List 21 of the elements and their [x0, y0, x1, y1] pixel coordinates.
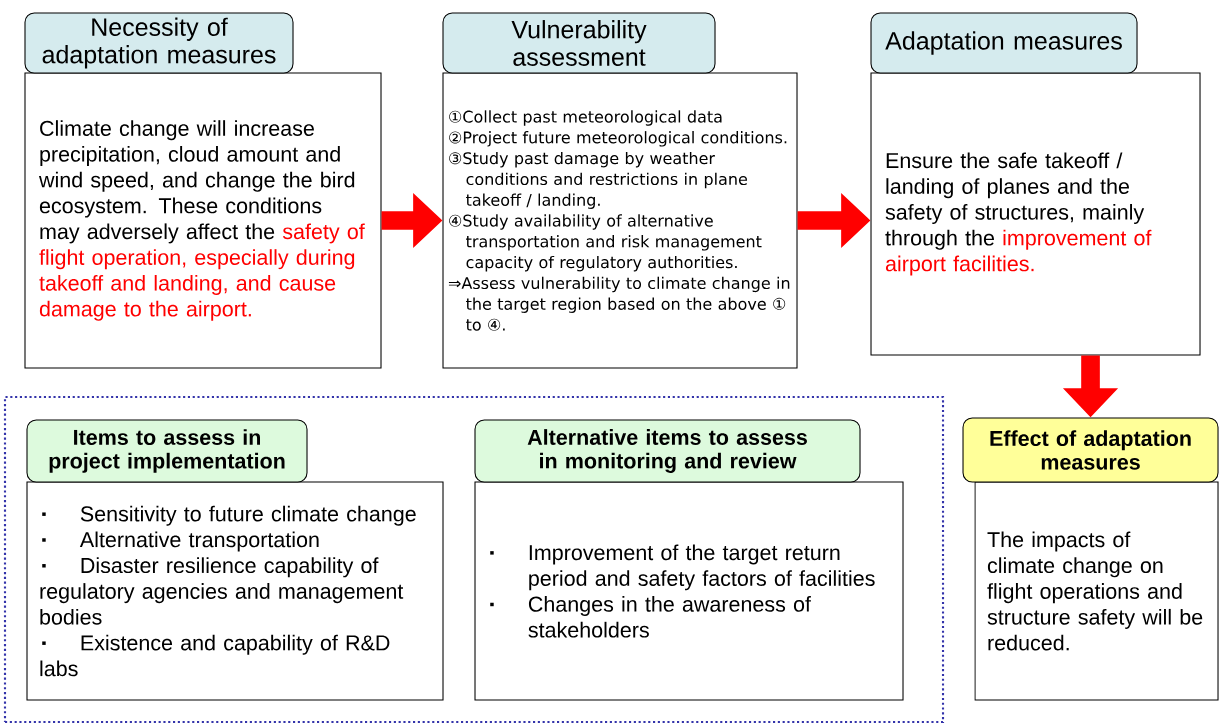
heading-tab: Adaptation measures: [870, 12, 1138, 74]
heading-tab: Necessity of adaptation measures: [24, 12, 294, 74]
list-item: ②Project future meteorological conditions.: [449, 131, 787, 147]
text-box: Ensure the safe takeoff / landing of planes and the safety of structures, mainly through the improvement of airport facilities.: [870, 72, 1201, 356]
heading-tab: Effect of adaptation measures: [962, 417, 1219, 483]
heading-tab: Alternative items to assess in monitoring and review: [474, 419, 861, 483]
heading-tab: Items to assess in project implementation: [26, 419, 308, 483]
text-box: The impacts of climate change on flight operations and structure safety will be reduced.: [974, 481, 1219, 701]
list-item: ⇒Assess vulnerability to climate change in the target region based on the above ① to ④.: [448, 276, 790, 331]
list-item: ①Collect past meteorological data: [449, 110, 722, 126]
list-item: Existence and capability of R&D labs: [40, 634, 390, 677]
list-item: Changes in the awareness of stakeholders: [490, 596, 811, 638]
text-box: Climate change will increase precipitation, cloud amount and wind speed, and change the bird ecosystem. These conditions may adversely affect the safety of flight operation, especially during takeoff and landing, and cause damage to the airport.: [24, 72, 382, 369]
heading-tab: Vulnerability assessment: [442, 12, 716, 74]
list-item: ③Study past damage by weather conditions and restrictions in plane takeoff / landing.: [449, 151, 747, 209]
list-item: Alternative transportation: [42, 531, 319, 552]
list-item: ④Study availability of alternative transportation and risk management capacity of regulatory authorities.: [449, 214, 762, 272]
list-item: Disaster resilience capability of regulatory agencies and management bodies: [40, 557, 404, 625]
list-item: Improvement of the target return period and safety factors of facilities: [490, 544, 875, 591]
dotted-frame: [3, 395, 945, 724]
list-item: Sensitivity to future climate change: [42, 505, 416, 526]
